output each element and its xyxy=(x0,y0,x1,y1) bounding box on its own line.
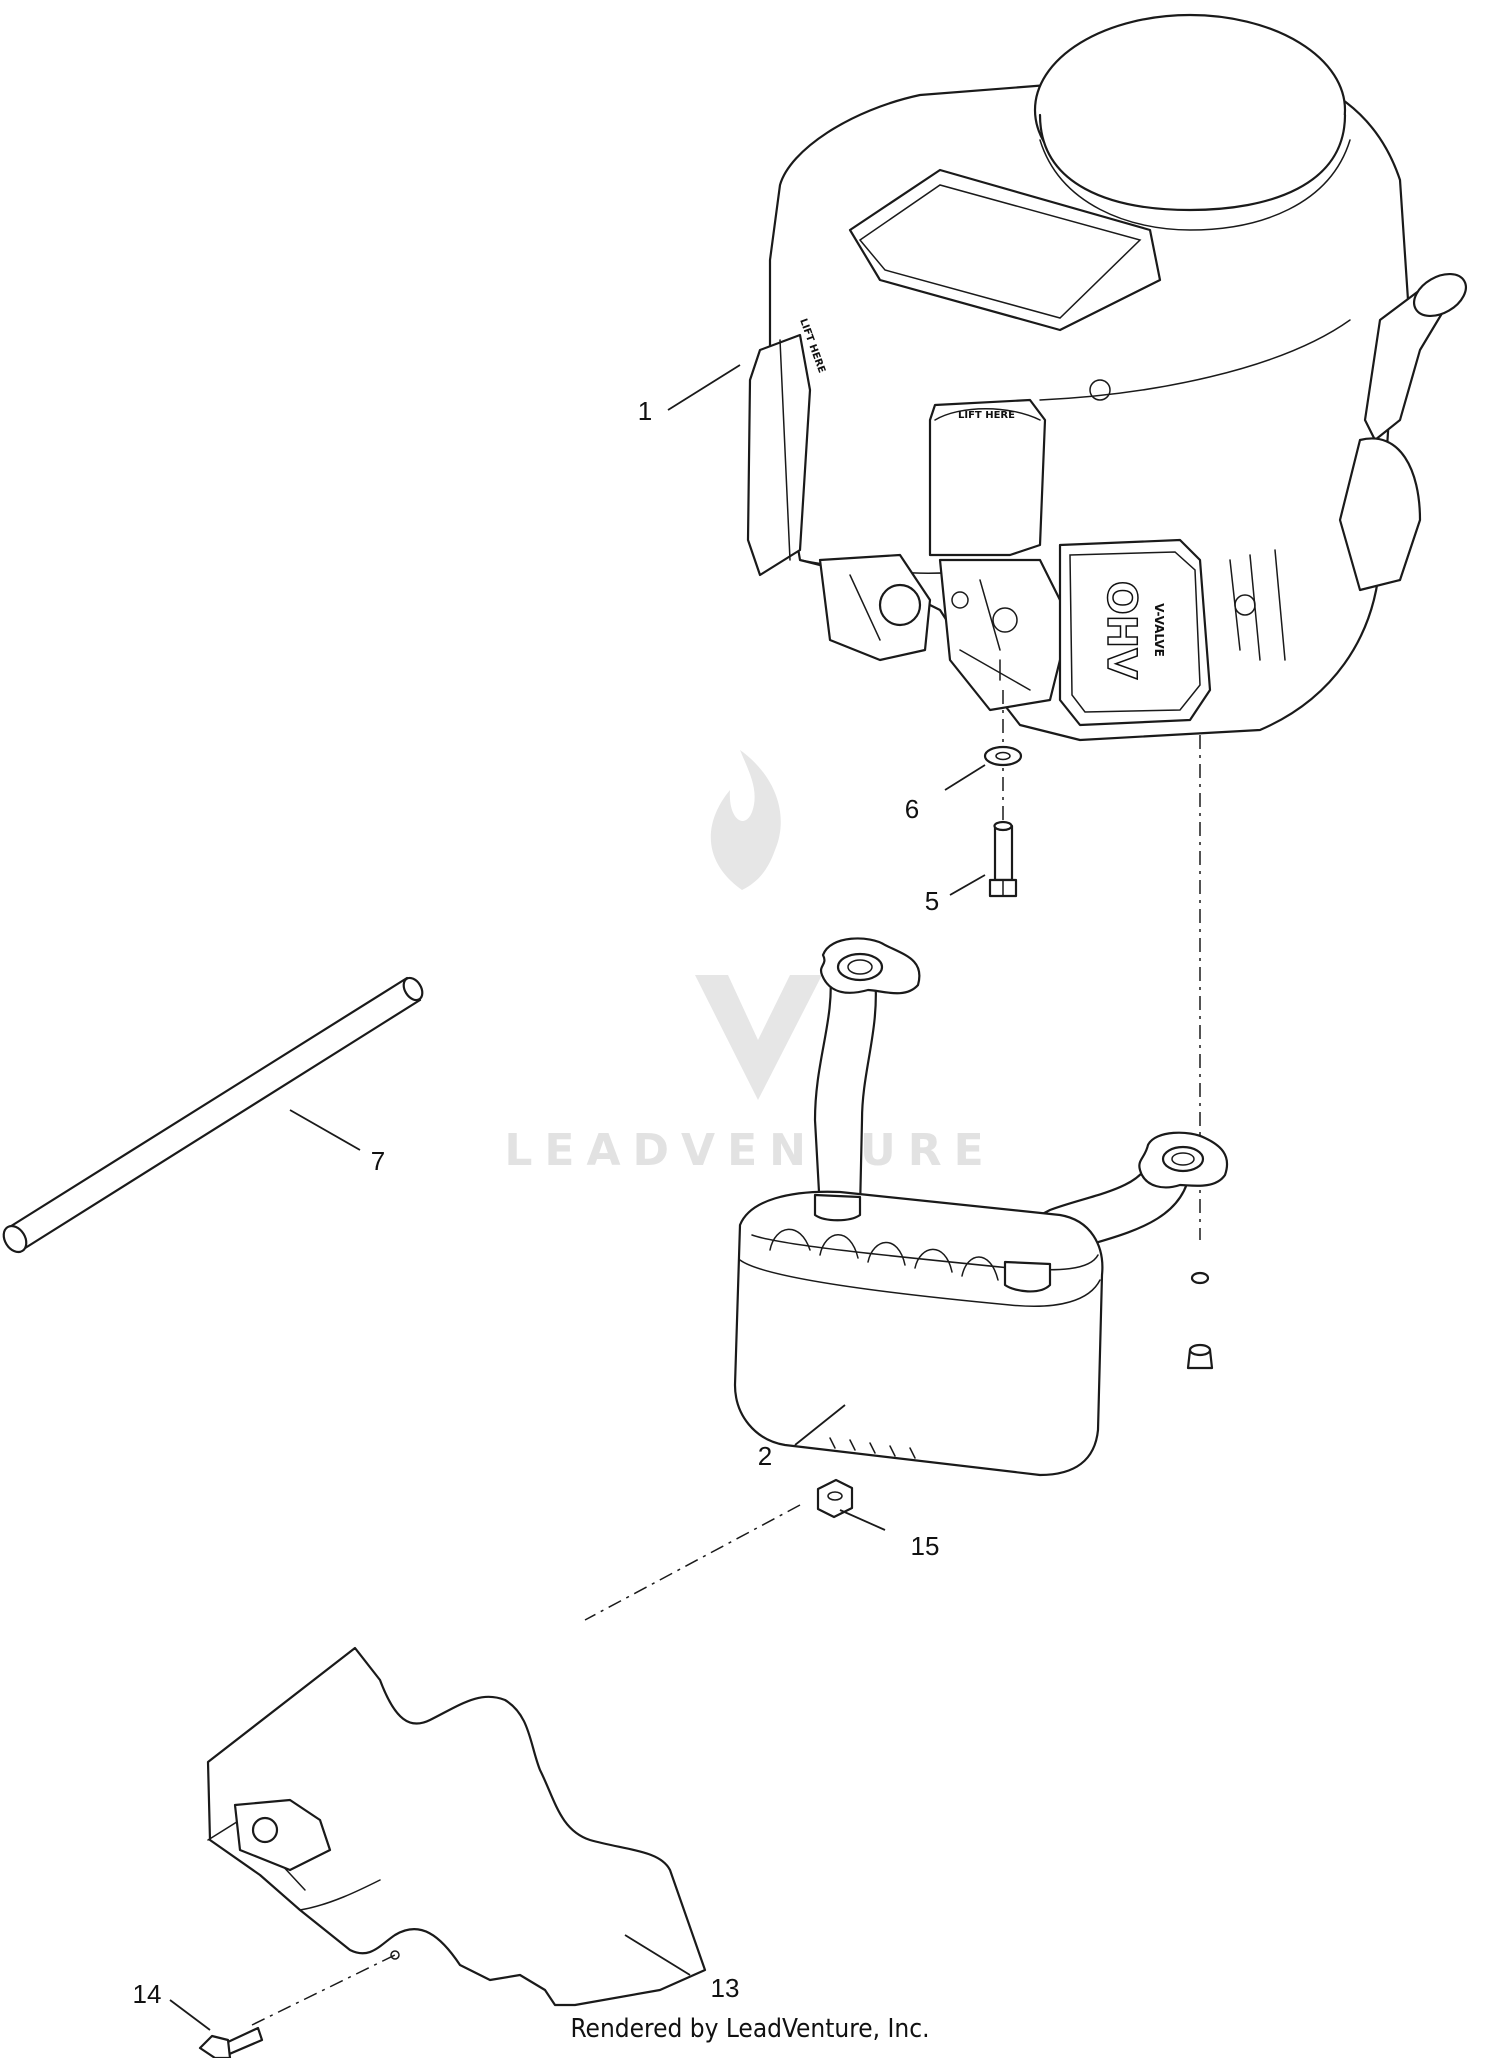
watermark: LEADVENTURE xyxy=(504,750,995,1176)
callout-15: 15 xyxy=(911,1531,940,1561)
engine: LIFT HERE LIFT HERE OHV V-VALVE xyxy=(746,13,1467,742)
tube xyxy=(2,976,424,1254)
leader-7 xyxy=(289,1109,361,1151)
assembly-line-shield-nut xyxy=(584,1504,801,1621)
muffler xyxy=(733,937,1229,1477)
leader-15 xyxy=(839,1509,886,1531)
callout-13: 13 xyxy=(711,1973,740,2003)
muffler-stud-nuts xyxy=(1186,1271,1214,1370)
bolt xyxy=(988,820,1018,898)
leader-14 xyxy=(169,1999,211,2031)
callout-1: 1 xyxy=(638,396,652,426)
callout-7: 7 xyxy=(371,1146,385,1176)
ohv-label: OHV xyxy=(1098,581,1144,679)
callout-6: 6 xyxy=(905,794,919,824)
leader-13 xyxy=(624,1934,691,1976)
leader-5 xyxy=(949,874,986,896)
lift-here-label-front: LIFT HERE xyxy=(958,410,1015,421)
watermark-flame-icon xyxy=(710,750,781,890)
washer xyxy=(983,745,1023,767)
leader-6 xyxy=(944,764,986,791)
callout-2: 2 xyxy=(758,1441,772,1471)
callout-14: 14 xyxy=(133,1979,162,2009)
heat-shield xyxy=(206,1646,707,2007)
leader-1 xyxy=(667,364,741,411)
shield-nut xyxy=(816,1478,854,1519)
footer-credit: Rendered by LeadVenture, Inc. xyxy=(570,2014,930,2044)
watermark-v-icon xyxy=(695,975,822,1100)
shield-bolt xyxy=(198,2026,264,2058)
leader-2 xyxy=(794,1404,846,1446)
watermark-text: LEADVENTURE xyxy=(504,1125,995,1176)
assembly-line-shield-bolt xyxy=(251,1954,396,2026)
v-valve-label: V-VALVE xyxy=(1152,603,1166,657)
callout-5: 5 xyxy=(925,886,939,916)
